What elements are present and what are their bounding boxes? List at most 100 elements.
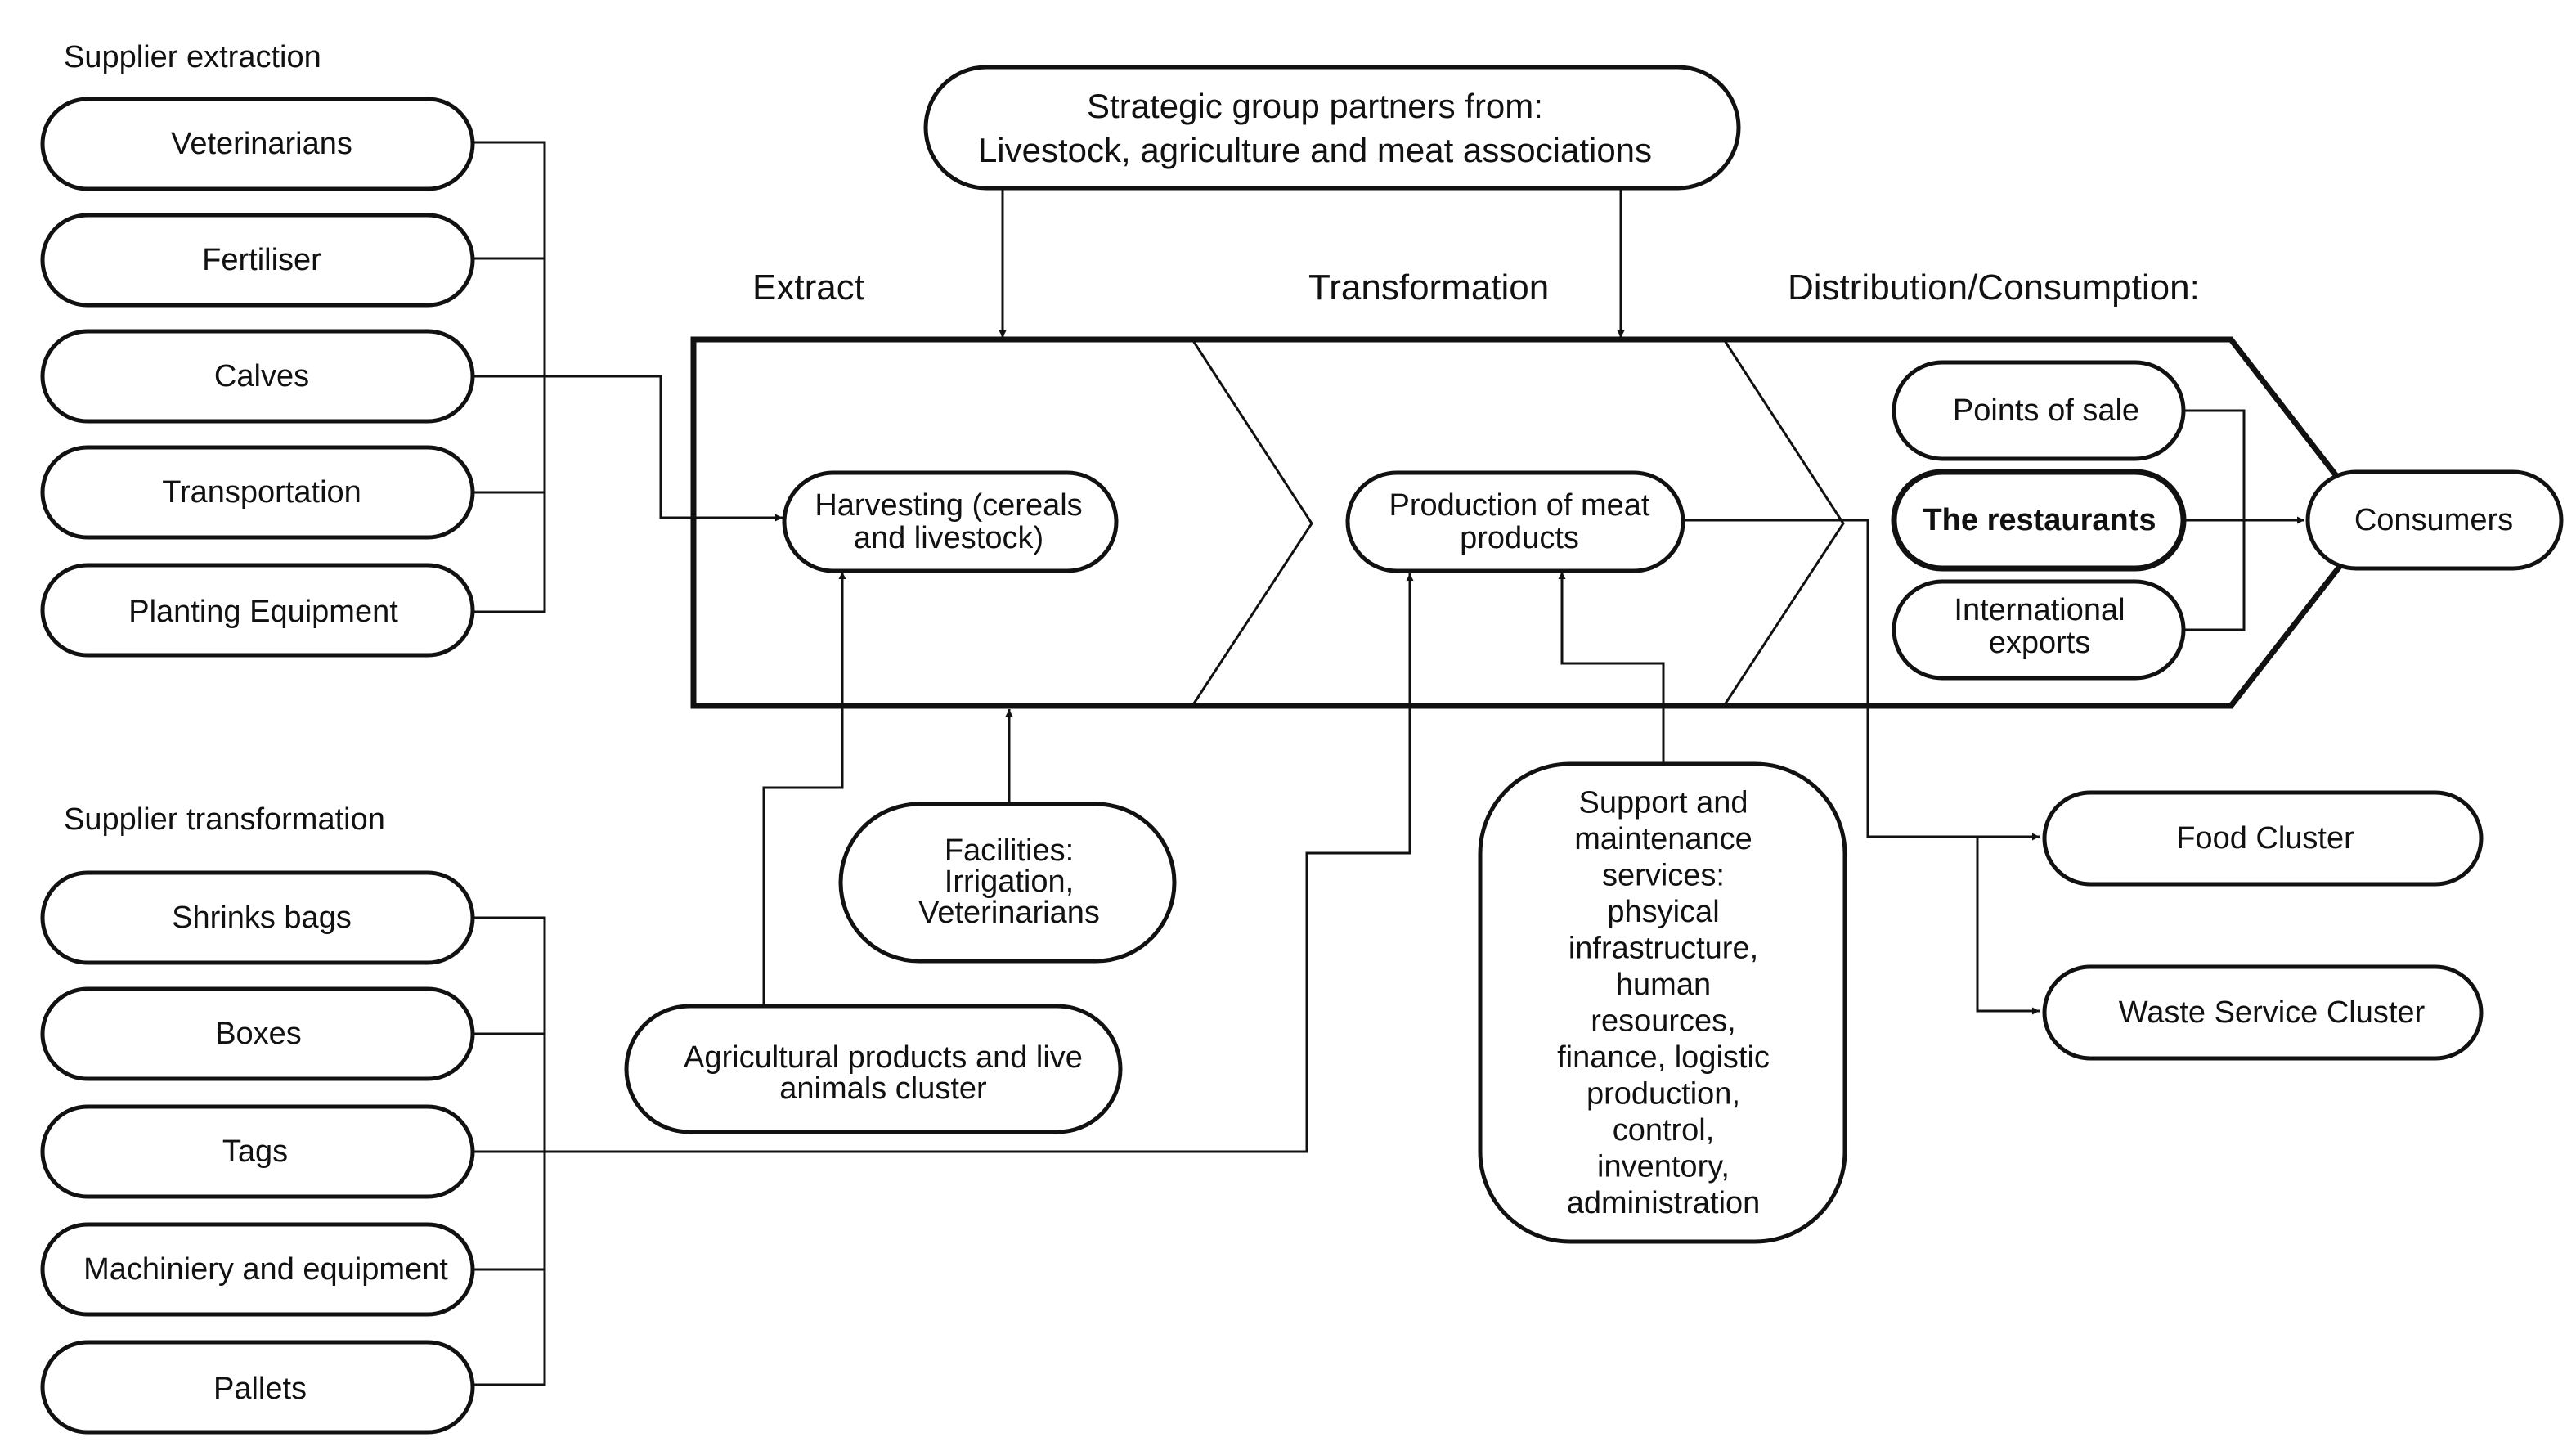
label-line: Machiniery and equipment xyxy=(83,1252,448,1287)
consumers-label: Consumers xyxy=(2354,503,2513,537)
label-line: Harvesting (cereals xyxy=(815,488,1082,523)
waste-cluster-box[interactable] xyxy=(2042,964,2484,1061)
label-line: Tags xyxy=(222,1134,288,1169)
facilities-label: Facilities:Irrigation,Veterinarians xyxy=(918,833,1100,930)
label-line: Veterinarians xyxy=(918,896,1100,930)
stage-transformation: Transformation xyxy=(1308,267,1549,308)
stage-divider-1 xyxy=(1191,339,1313,707)
label-line: Transportation xyxy=(162,475,361,510)
support-connectors xyxy=(762,572,1665,1004)
international-exports-box[interactable] xyxy=(1892,579,2186,681)
heading-supplier-extraction: Supplier extraction xyxy=(64,40,321,74)
node-labels: Veterinarians Fertiliser Calves Transpor… xyxy=(83,87,2513,1407)
production-box[interactable] xyxy=(1345,470,1685,573)
label-line: Veterinarians xyxy=(171,127,352,161)
supplier-extraction-connector xyxy=(473,141,783,613)
label-line: International xyxy=(1954,593,2125,627)
fertiliser-label: Fertiliser xyxy=(202,243,321,277)
label-line: services: xyxy=(1602,858,1725,892)
distribution-connector xyxy=(2183,409,2304,631)
label-line: infrastructure, xyxy=(1568,931,1758,965)
agricultural-cluster-box[interactable] xyxy=(624,1004,1123,1134)
label-line: and livestock) xyxy=(854,521,1043,555)
veterinarians-box[interactable] xyxy=(40,97,475,191)
pallets-box[interactable] xyxy=(40,1340,475,1435)
label-line: Waste Service Cluster xyxy=(2119,995,2426,1030)
label-line: Pallets xyxy=(213,1372,307,1406)
label-line: inventory, xyxy=(1597,1149,1730,1184)
label-line: Planting Equipment xyxy=(128,595,398,629)
label-line: Irrigation, xyxy=(945,865,1074,899)
label-line: Facilities: xyxy=(945,833,1074,868)
strategic-partners-label: Strategic group partners from: Livestock,… xyxy=(978,87,1652,169)
harvesting-box[interactable] xyxy=(782,470,1119,573)
strategic-partners-box[interactable] xyxy=(923,65,1741,191)
food-cluster-box[interactable] xyxy=(2042,790,2484,887)
planting-equipment-label: Planting Equipment xyxy=(128,595,398,629)
tags-label: Tags xyxy=(222,1134,288,1169)
restaurants-label: The restaurants xyxy=(1923,503,2156,537)
stage-extract: Extract xyxy=(752,267,864,308)
strategic-partners-connector xyxy=(999,190,1625,338)
label-line: Strategic group partners from: xyxy=(1087,87,1543,125)
label-line: animals cluster xyxy=(779,1071,987,1106)
boxes-label: Boxes xyxy=(215,1017,302,1051)
points-of-sale-label: Points of sale xyxy=(1953,393,2139,428)
label-line: Production of meat xyxy=(1389,488,1650,523)
label-line: Fertiliser xyxy=(202,243,321,277)
veterinarians-label: Veterinarians xyxy=(171,127,352,161)
facilities-box[interactable] xyxy=(838,802,1177,964)
label-line: Calves xyxy=(214,359,309,393)
stage-distribution: Distribution/Consumption: xyxy=(1788,267,2200,308)
transportation-box[interactable] xyxy=(40,445,475,540)
label-line: control, xyxy=(1613,1113,1715,1148)
label-line: Consumers xyxy=(2354,503,2513,537)
label-line: resources, xyxy=(1591,1004,1735,1038)
label-line: Points of sale xyxy=(1953,393,2139,428)
pallets-label: Pallets xyxy=(213,1372,307,1406)
planting-equipment-box[interactable] xyxy=(40,563,475,658)
label-line: production, xyxy=(1586,1076,1740,1111)
restaurants-box[interactable] xyxy=(1891,469,2187,572)
supplier-transformation-connector xyxy=(473,573,1414,1386)
label-line: finance, logistic xyxy=(1557,1040,1770,1075)
label-line: administration xyxy=(1567,1186,1761,1220)
heading-supplier-transformation: Supplier transformation xyxy=(64,802,385,837)
label-line: Support and xyxy=(1578,785,1748,820)
shrinks-bags-label: Shrinks bags xyxy=(172,901,352,935)
label-line: exports xyxy=(1989,626,2091,660)
calves-box[interactable] xyxy=(40,329,475,424)
label-line: products xyxy=(1460,521,1579,555)
consumers-box[interactable] xyxy=(2305,469,2564,571)
machinery-label: Machiniery and equipment xyxy=(83,1252,448,1287)
label-line: maintenance xyxy=(1574,822,1752,856)
machinery-box[interactable] xyxy=(40,1222,475,1317)
label-line: human xyxy=(1616,968,1711,1002)
label-line: Livestock, agriculture and meat associat… xyxy=(978,131,1652,169)
support-services-box[interactable] xyxy=(1478,761,1847,1244)
label-line: The restaurants xyxy=(1923,503,2156,537)
node-rects xyxy=(40,65,2564,1435)
stage-divider-2 xyxy=(1722,339,1845,707)
cluster-connector xyxy=(1683,519,2040,1015)
calves-label: Calves xyxy=(214,359,309,393)
fertiliser-box[interactable] xyxy=(40,213,475,308)
label-line: phsyical xyxy=(1607,895,1719,929)
food-cluster-label: Food Cluster xyxy=(2176,821,2354,856)
label-line: Agricultural products and live xyxy=(684,1040,1083,1075)
waste-cluster-label: Waste Service Cluster xyxy=(2119,995,2426,1030)
boxes-box[interactable] xyxy=(40,986,475,1081)
transportation-label: Transportation xyxy=(162,475,361,510)
tags-box[interactable] xyxy=(40,1104,475,1199)
shrinks-bags-box[interactable] xyxy=(40,870,475,965)
label-line: Food Cluster xyxy=(2176,821,2354,856)
label-line: Boxes xyxy=(215,1017,302,1051)
points-of-sale-box[interactable] xyxy=(1892,360,2186,461)
label-line: Shrinks bags xyxy=(172,901,352,935)
